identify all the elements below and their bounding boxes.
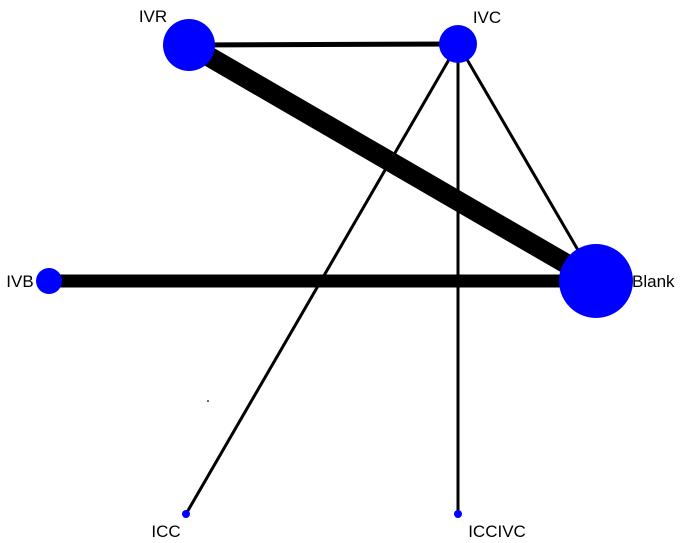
node-label-blank: Blank [632, 272, 675, 291]
node-ivc [439, 25, 477, 63]
node-icc [182, 510, 190, 518]
node-label-ivb: IVB [6, 272, 33, 291]
node-label-ivc: IVC [473, 8, 501, 27]
node-label-ivr: IVR [139, 7, 167, 26]
stray-dot [207, 400, 209, 402]
node-ivr [163, 19, 215, 71]
node-label-iccivc: ICCIVC [468, 522, 526, 541]
node-iccivc [454, 510, 462, 518]
edge-ivr-ivc [188, 41, 459, 48]
node-label-icc: ICC [151, 522, 180, 541]
edge-ivc-blank [456, 43, 598, 282]
node-blank [559, 244, 633, 318]
edges-layer [49, 36, 602, 515]
nodes-layer [36, 19, 633, 518]
edge-ivr-blank [183, 36, 602, 290]
node-ivb [36, 268, 62, 294]
